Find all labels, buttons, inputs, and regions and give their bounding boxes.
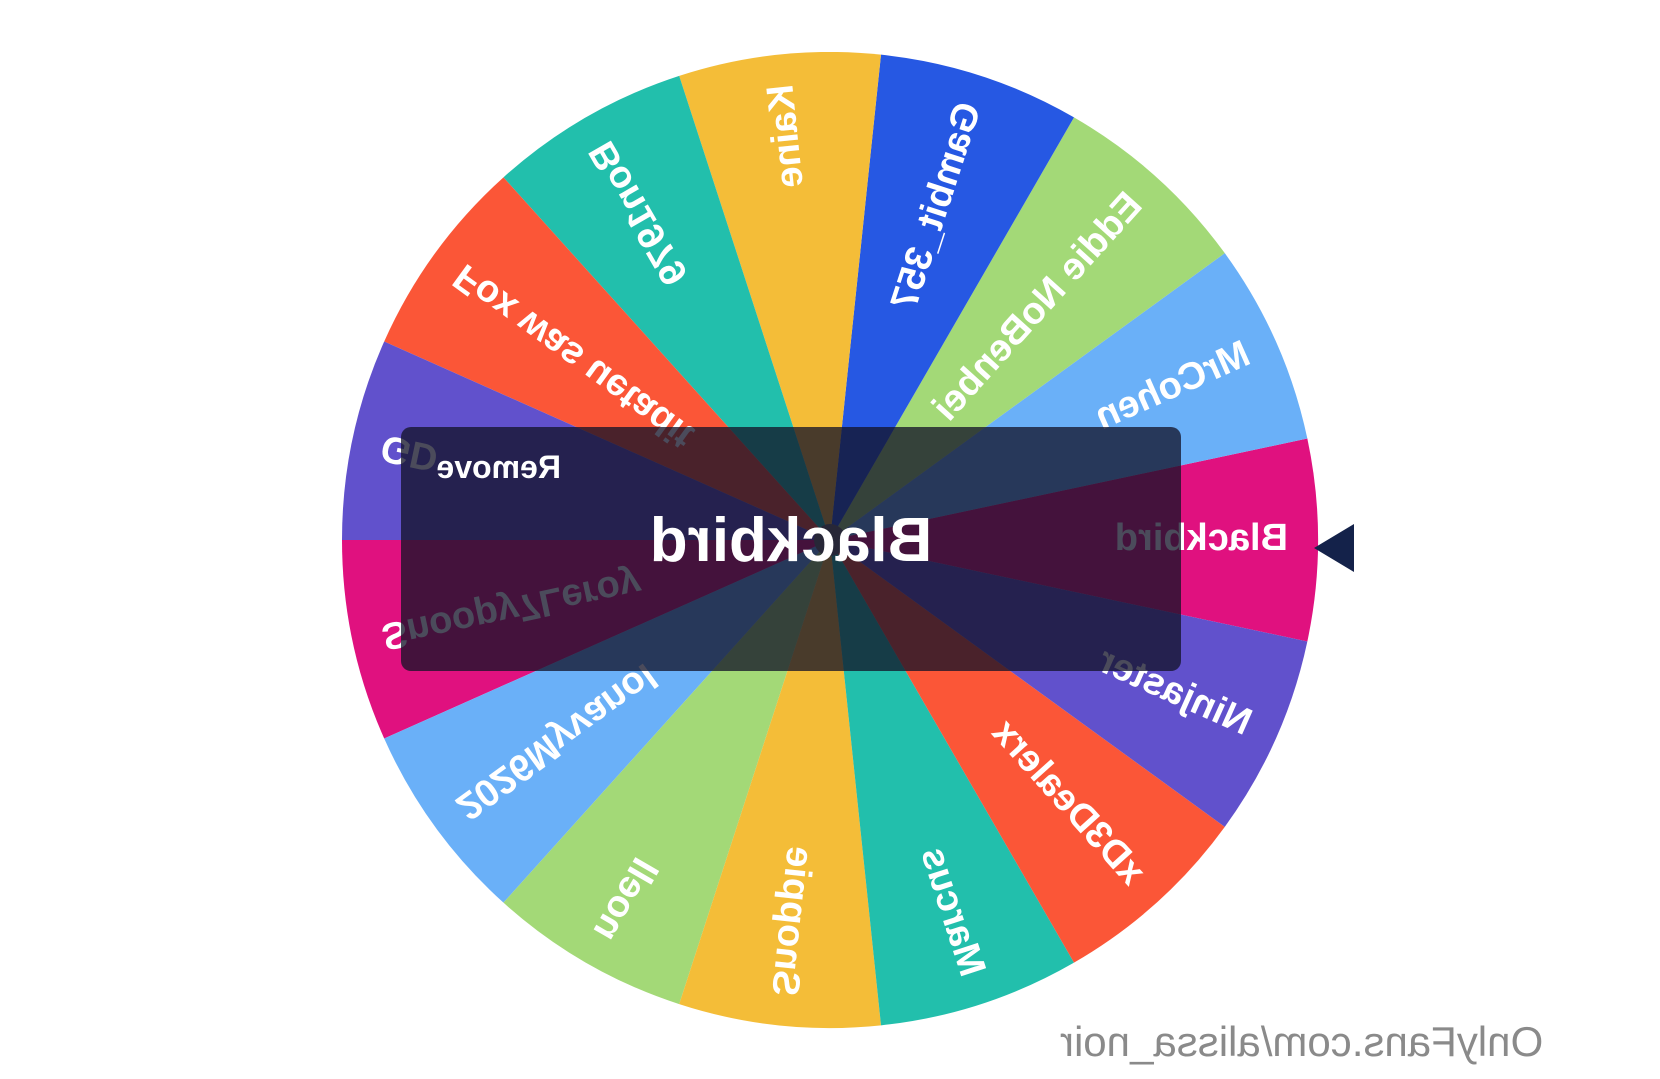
wheel-segment: [830, 54, 1074, 541]
watermark-text: OnlyFans.com/alissa_noir: [1060, 1018, 1544, 1065]
remove-button[interactable]: Remove: [436, 449, 562, 485]
wheel-segment: [679, 52, 882, 540]
result-dialog: Blackbird Remove: [401, 427, 1181, 671]
winner-name: Blackbird: [649, 506, 933, 575]
wheel-segment: [503, 75, 830, 540]
wheel-pointer-icon: [1314, 524, 1354, 572]
